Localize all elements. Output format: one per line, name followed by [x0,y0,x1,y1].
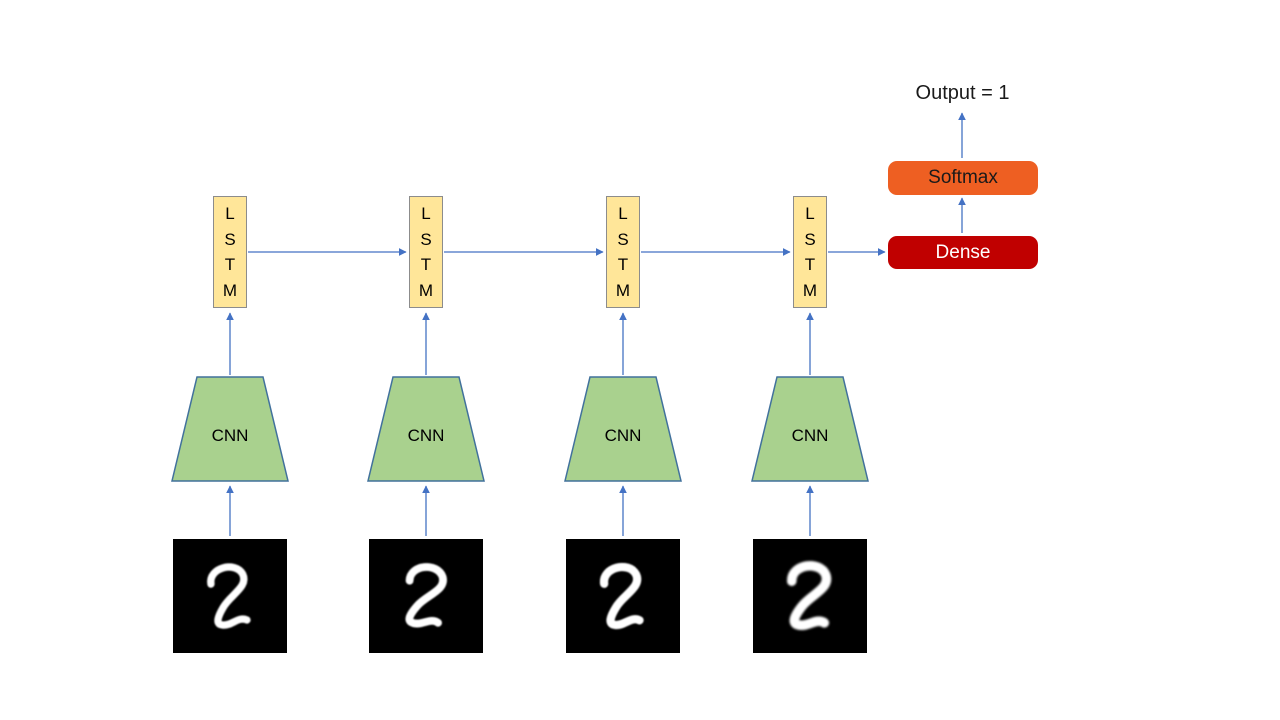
input-digit-image-2 [369,539,483,653]
lstm-letter: L [618,204,628,224]
dense-layer-box: Dense [888,236,1038,269]
lstm-letter: L [421,204,431,224]
dense-label: Dense [935,241,991,263]
handwritten-digit-2-icon [207,563,251,629]
lstm-letter: M [802,280,818,300]
softmax-label: Softmax [928,167,998,188]
lstm-letter: M [615,280,631,300]
lstm-block-3: L S T M [606,196,640,308]
input-digit-image-4 [753,539,867,653]
handwritten-digit-2-icon [786,561,832,631]
lstm-letter: S [224,229,236,249]
output-label: Output = 1 [915,82,1010,104]
input-digit-image-3 [566,539,680,653]
cnn-label-1: CNN [211,426,249,445]
lstm-block-4: L S T M [793,196,827,308]
lstm-block-2: L S T M [409,196,443,308]
lstm-letter: S [617,229,629,249]
cnn-trapezoid-3 [564,376,682,482]
lstm-letter: T [617,255,629,275]
lstm-letter: S [804,229,816,249]
handwritten-digit-2-icon [405,563,447,628]
input-digit-image-1 [173,539,287,653]
lstm-letter: L [805,204,815,224]
cnn-trapezoids [171,376,869,482]
lstm-letter: M [418,280,434,300]
cnn-trapezoid-1 [171,376,289,482]
lstm-block-1: L S T M [213,196,247,308]
lstm-letter: T [420,255,432,275]
softmax-layer-box: Softmax [888,161,1038,195]
lstm-letter: M [222,280,238,300]
cnn-label-3: CNN [604,426,642,445]
cnn-trapezoid-4 [751,376,869,482]
cnn-label-4: CNN [791,426,829,445]
lstm-letter: L [225,204,235,224]
handwritten-digit-2-icon [600,562,644,630]
cnn-label-2: CNN [407,426,445,445]
lstm-letter: T [804,255,816,275]
cnn-trapezoid-2 [367,376,485,482]
lstm-letter: T [224,255,236,275]
lstm-letter: S [420,229,432,249]
